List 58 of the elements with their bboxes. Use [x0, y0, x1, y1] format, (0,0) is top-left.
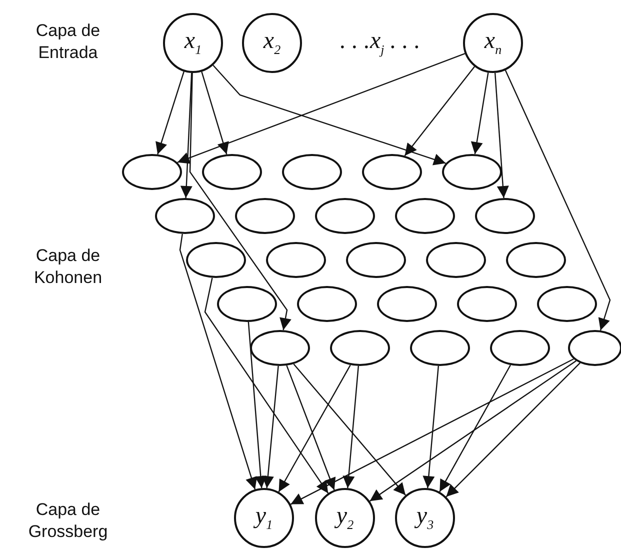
arrow: [179, 234, 258, 490]
arrow: [180, 72, 192, 198]
kohonen-neuron: [282, 154, 342, 190]
arrow: [422, 366, 440, 488]
kohonen-neuron: [490, 330, 550, 366]
arrow: [404, 66, 475, 156]
kohonen-neuron: [457, 286, 517, 322]
arrow: [290, 358, 574, 505]
input-neuron: x$_{n}$: [463, 13, 523, 73]
arrow: [470, 72, 489, 154]
arrow: [494, 72, 509, 198]
arrow: [212, 64, 446, 166]
arrow: [369, 360, 576, 502]
kohonen-neuron: [395, 198, 455, 234]
arrow: [248, 322, 267, 488]
arrow: [262, 366, 279, 488]
output-neuron: y$_{1}$: [234, 488, 294, 548]
arrow: [504, 70, 611, 331]
layer-label: Capa de Entrada: [34, 20, 102, 64]
kohonen-neuron: [377, 286, 437, 322]
arrow: [446, 362, 580, 498]
arrow: [204, 278, 329, 494]
arrow: [189, 72, 292, 330]
kohonen-neuron: [475, 198, 535, 234]
kohonen-neuron: [346, 242, 406, 278]
kohonen-neuron: [186, 242, 246, 278]
arrow: [293, 364, 406, 496]
kohonen-neuron: [362, 154, 422, 190]
kohonen-neuron: [506, 242, 566, 278]
arrow: [201, 72, 229, 154]
input-neuron: x$_{1}$: [163, 13, 223, 73]
arrow: [278, 364, 351, 492]
kohonen-neuron: [442, 154, 502, 190]
arrow: [156, 71, 184, 154]
kohonen-neuron: [266, 242, 326, 278]
kohonen-neuron: [122, 154, 182, 190]
output-neuron: y$_{3}$: [395, 488, 455, 548]
arrow: [439, 364, 511, 492]
ellipsis-label: . . .x$_{j}$ . . .: [340, 28, 420, 58]
kohonen-neuron: [537, 286, 597, 322]
kohonen-neuron: [235, 198, 295, 234]
kohonen-neuron: [217, 286, 277, 322]
kohonen-neuron: [202, 154, 262, 190]
arrow: [177, 53, 466, 164]
arrow: [286, 365, 336, 490]
kohonen-neuron: [250, 330, 310, 366]
arrow: [342, 366, 360, 488]
kohonen-neuron: [568, 330, 621, 366]
output-neuron: y$_{2}$: [315, 488, 375, 548]
layer-label: Capa de Grossberg: [27, 499, 109, 544]
kohonen-neuron: [426, 242, 486, 278]
input-neuron: x$_{2}$: [242, 13, 302, 73]
layer-label: Capa de Kohonen: [32, 245, 104, 290]
kohonen-neuron: [330, 330, 390, 366]
kohonen-neuron: [410, 330, 470, 366]
kohonen-neuron: [155, 198, 215, 234]
kohonen-neuron: [315, 198, 375, 234]
kohonen-neuron: [297, 286, 357, 322]
